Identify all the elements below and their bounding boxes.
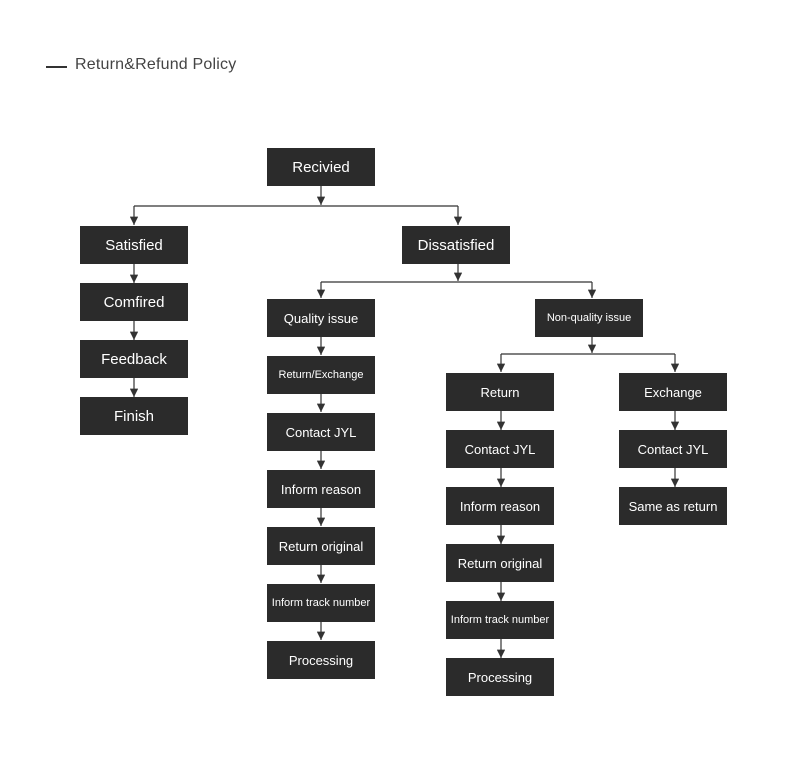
node-exchange: Exchange (619, 373, 727, 411)
page-title-text: Return&Refund Policy (75, 56, 237, 73)
node-exchange-same-as-return: Same as return (619, 487, 727, 525)
node-return: Return (446, 373, 554, 411)
node-exchange-contact-jyl: Contact JYL (619, 430, 727, 468)
node-quality-contact-jyl: Contact JYL (267, 413, 375, 451)
node-non-quality-issue: Non-quality issue (535, 299, 643, 337)
node-quality-return-exchange: Return/Exchange (267, 356, 375, 394)
title-dash (46, 66, 67, 68)
node-comfired: Comfired (80, 283, 188, 321)
node-quality-inform-reason: Inform reason (267, 470, 375, 508)
node-finish: Finish (80, 397, 188, 435)
node-recivied: Recivied (267, 148, 375, 186)
node-return-return-original: Return original (446, 544, 554, 582)
node-return-contact-jyl: Contact JYL (446, 430, 554, 468)
node-satisfied: Satisfied (80, 226, 188, 264)
node-return-processing: Processing (446, 658, 554, 696)
node-quality-return-original: Return original (267, 527, 375, 565)
node-return-inform-reason: Inform reason (446, 487, 554, 525)
node-quality-issue: Quality issue (267, 299, 375, 337)
node-feedback: Feedback (80, 340, 188, 378)
node-quality-processing: Processing (267, 641, 375, 679)
node-dissatisfied: Dissatisfied (402, 226, 510, 264)
node-return-inform-track-number: Inform track number (446, 601, 554, 639)
node-quality-inform-track-number: Inform track number (267, 584, 375, 622)
